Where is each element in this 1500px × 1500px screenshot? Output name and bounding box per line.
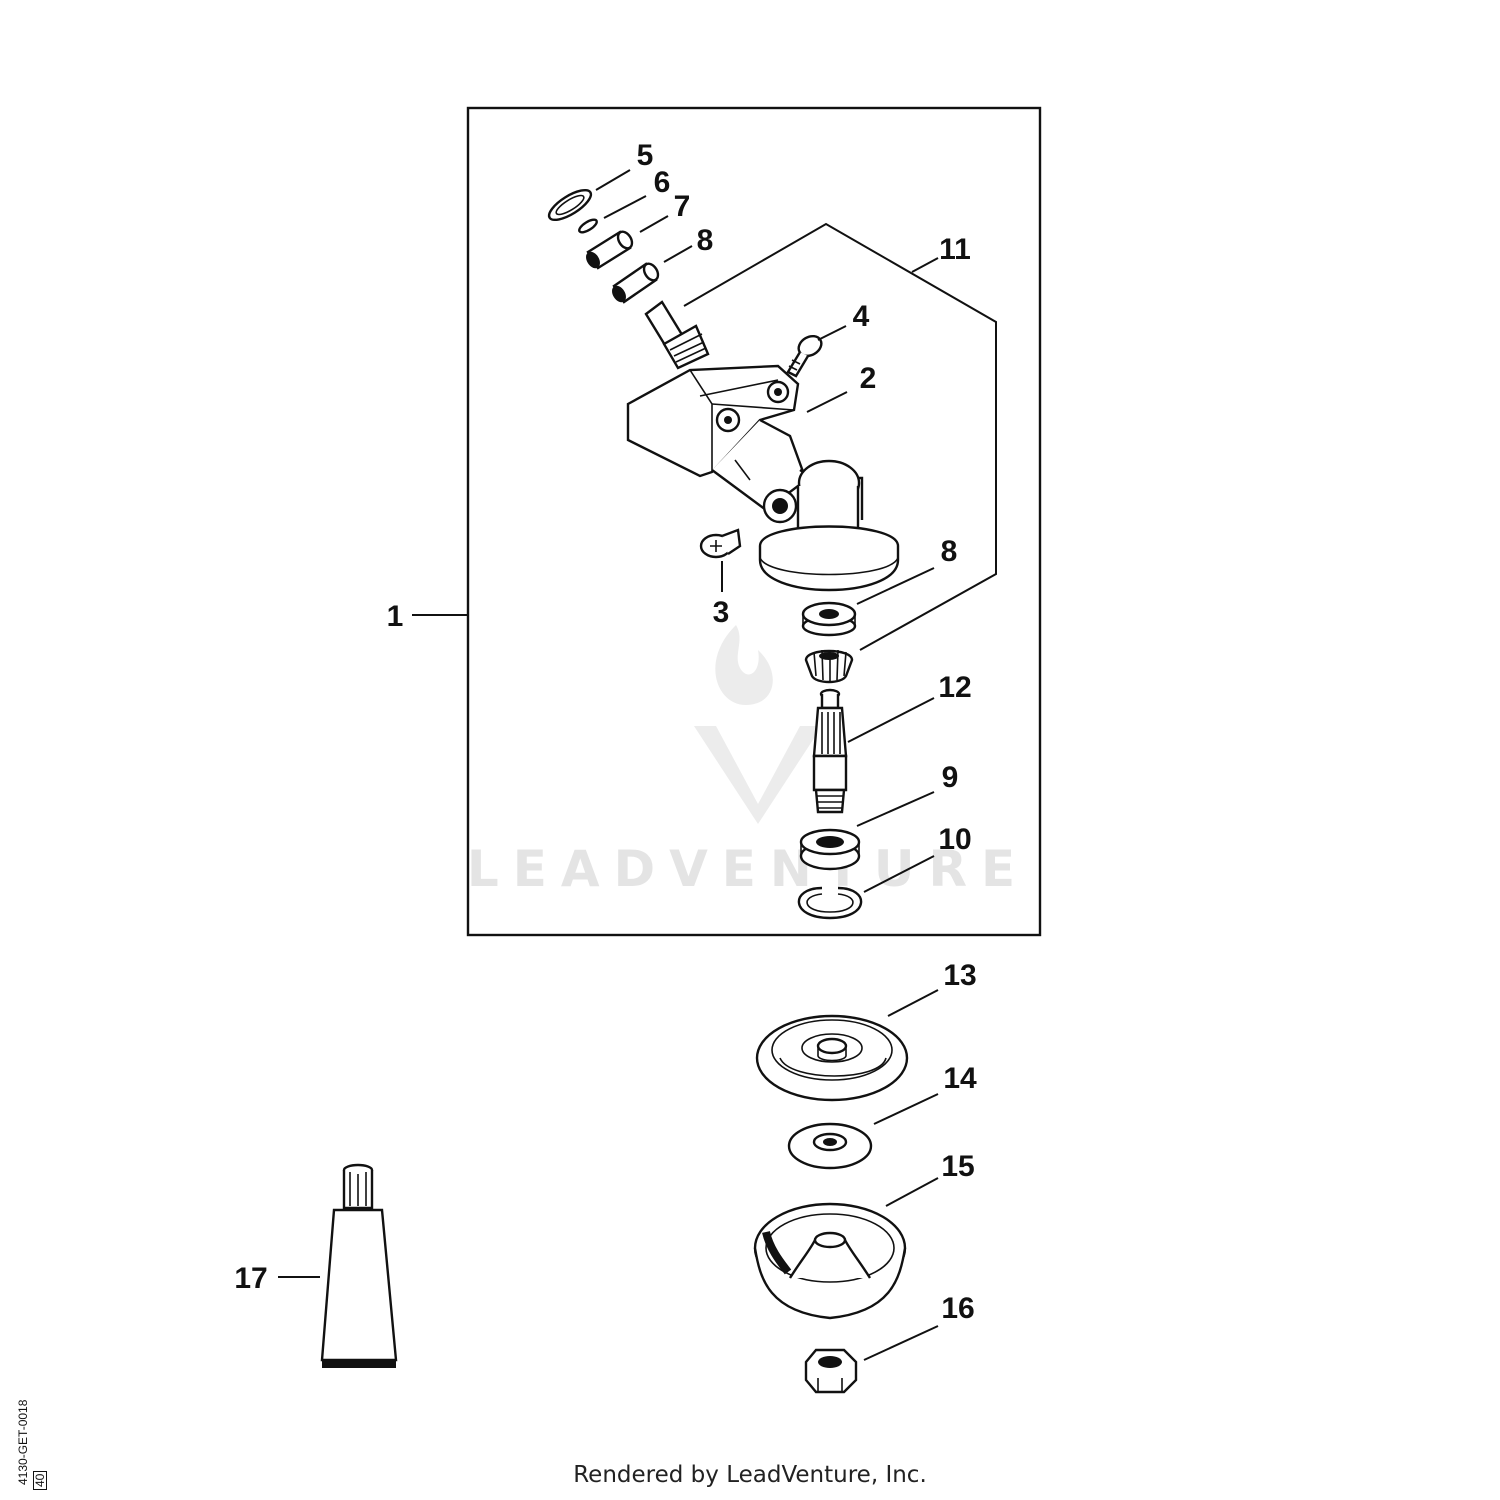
- leadventure-watermark: LEADVENTURE: [467, 625, 1029, 898]
- part-2-gear-housing: [626, 364, 900, 592]
- callout-8-lower: 8: [941, 535, 958, 568]
- part-3-plug-screw: [699, 528, 742, 559]
- callout-13: 13: [943, 959, 976, 992]
- part-11-bevel-gear: [804, 649, 854, 684]
- part-13-thrust-plate: [755, 1014, 909, 1102]
- part-8-bearing-lower: [801, 601, 857, 637]
- assembly-frame: [466, 106, 1042, 937]
- part-7-bearing: [586, 230, 634, 270]
- part-10-circlip: [797, 886, 863, 920]
- callout-6: 6: [654, 166, 671, 199]
- callout-10: 10: [938, 823, 971, 856]
- part-17-grease-tube: [320, 1163, 398, 1368]
- part-4-screw: [786, 334, 823, 378]
- part-16-nut: [804, 1348, 858, 1394]
- callout-14: 14: [943, 1062, 977, 1095]
- part-12-spindle: [812, 688, 848, 814]
- render-credit: Rendered by LeadVenture, Inc.: [573, 1462, 927, 1488]
- part-8-bearing-upper: [612, 262, 660, 304]
- callout-9: 9: [942, 761, 959, 794]
- callout-15: 15: [941, 1150, 974, 1183]
- part-15-ride-plate: [753, 1202, 907, 1320]
- callout-7: 7: [674, 190, 691, 223]
- callout-3: 3: [713, 596, 730, 629]
- callout-1: 1: [387, 600, 404, 633]
- leader-lines: [278, 169, 997, 1361]
- callout-12: 12: [938, 671, 971, 704]
- callout-4: 4: [853, 300, 870, 333]
- part-6-washer: [578, 218, 598, 234]
- part-11-pinion-upper: [644, 300, 710, 370]
- part-5-circlip: [547, 188, 593, 222]
- callout-16: 16: [941, 1292, 974, 1325]
- callout-8-upper: 8: [697, 224, 714, 257]
- part-9-bearing: [799, 828, 861, 871]
- callouts: 1 2 3 4 5 6 7 8 8 9 10 11 12 13 14 15 16…: [234, 139, 977, 1325]
- watermark-text: LEADVENTURE: [467, 840, 1029, 898]
- part-14-thrust-washer: [787, 1122, 873, 1170]
- callout-5: 5: [637, 139, 654, 172]
- callout-11: 11: [939, 233, 971, 266]
- callout-17: 17: [234, 1262, 267, 1295]
- callout-2: 2: [860, 362, 877, 395]
